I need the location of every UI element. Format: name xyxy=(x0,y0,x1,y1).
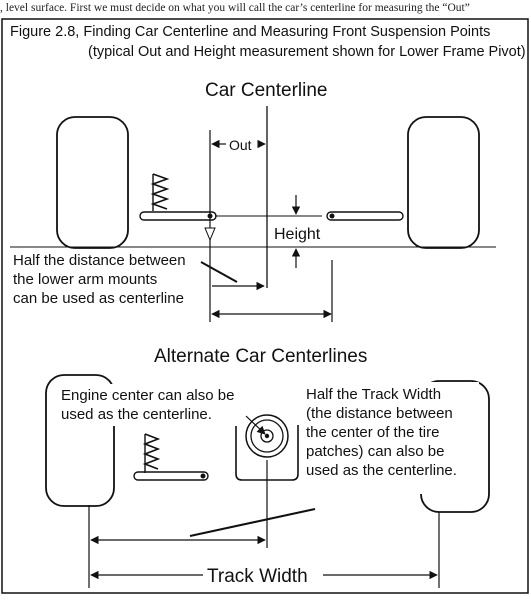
track-note-pointer xyxy=(189,508,316,537)
left-lower-arm xyxy=(139,211,217,221)
pivot-drop-arrow xyxy=(204,227,216,242)
track-note-line: (the distance between xyxy=(306,405,453,422)
engine-note-line: Engine center can also be xyxy=(61,387,234,404)
track-note: Half the Track Width (the distance betwe… xyxy=(306,386,457,479)
track-note-line: used as the centerline. xyxy=(306,462,457,479)
half-distance-note-line: Half the distance between xyxy=(13,252,186,269)
figure-caption-line2: (typical Out and Height measurement show… xyxy=(88,44,526,60)
header-text-line: , level surface. First we must decide on… xyxy=(0,2,470,14)
engine-center-dot xyxy=(264,433,270,439)
height-label: Height xyxy=(274,226,321,243)
left-tire xyxy=(56,116,129,249)
track-note-line: the center of the tire xyxy=(306,424,439,441)
left-arm-pivot xyxy=(207,213,213,219)
engine-note-line: used as the centerline. xyxy=(61,406,212,423)
half-distance-note: Half the distance between the lower arm … xyxy=(13,252,190,307)
bottom-left-tire xyxy=(45,374,115,507)
engine-pulley-inner xyxy=(260,429,274,443)
half-distance-note-line: the lower arm mounts xyxy=(13,271,157,288)
out-label: Out xyxy=(229,137,252,153)
track-width-label: Track Width xyxy=(207,566,308,587)
engine-note-backing xyxy=(56,384,242,426)
figure-caption-line1: Figure 2.8, Finding Car Centerline and M… xyxy=(10,24,490,40)
right-arm-pivot xyxy=(329,213,335,219)
bottom-heading: Alternate Car Centerlines xyxy=(154,346,367,367)
right-lower-arm xyxy=(326,211,404,221)
bottom-lower-arm xyxy=(133,471,209,481)
top-heading: Car Centerline xyxy=(205,80,328,101)
bottom-arm-pivot xyxy=(200,473,206,479)
track-note-backing xyxy=(301,382,479,494)
figure-border xyxy=(1,18,529,594)
half-distance-note-line: can be used as centerline xyxy=(13,290,184,307)
track-note-line: Half the Track Width xyxy=(306,386,441,403)
half-distance-pointer xyxy=(200,261,238,283)
engine-pulley-middle xyxy=(250,419,284,453)
engine-pointer xyxy=(245,415,266,435)
right-tire xyxy=(407,116,480,249)
engine-note: Engine center can also be used as the ce… xyxy=(61,387,239,423)
bottom-spring xyxy=(142,433,161,470)
track-note-line: patches) can also be xyxy=(306,443,444,460)
left-spring xyxy=(150,173,170,210)
